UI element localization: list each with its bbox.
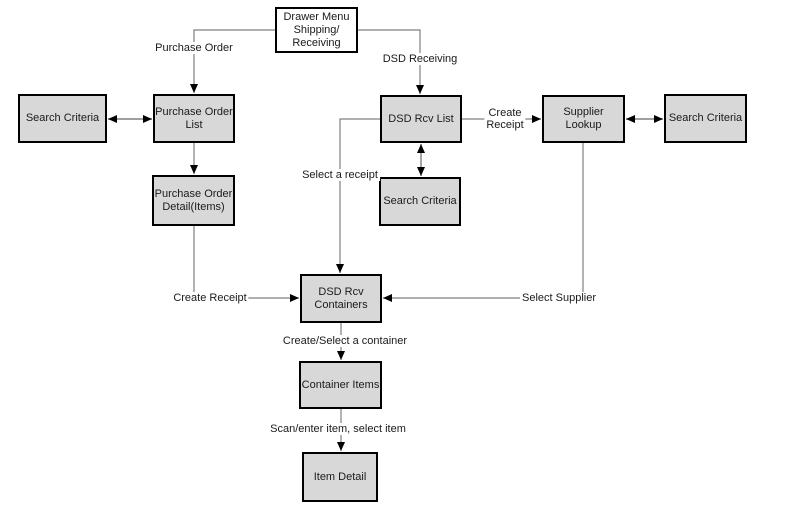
node-search-criteria-mid: Search Criteria [379, 177, 461, 226]
edge-label-scan-enter-item: Scan/enter item, select item [268, 423, 408, 435]
node-label: Drawer Menu Shipping/ Receiving [283, 10, 350, 49]
node-label: DSD Rcv Containers [314, 285, 368, 311]
node-label: Purchase Order Detail(Items) [154, 187, 233, 213]
node-search-criteria-left: Search Criteria [18, 94, 107, 143]
node-drawer-menu: Drawer Menu Shipping/ Receiving [275, 7, 358, 53]
edge-label-purchase-order: Purchase Order [153, 42, 235, 54]
node-label: Container Items [301, 378, 380, 391]
edge-label-create-receipt-right: Create Receipt [484, 107, 526, 131]
node-purchase-order-detail: Purchase Order Detail(Items) [152, 175, 235, 226]
node-label: Supplier Lookup [563, 106, 604, 131]
edge-dsd-rcv-list-to-containers [336, 118, 380, 273]
edge-menu-to-purchase-order-list [190, 29, 275, 93]
edge-po-detail-to-containers [193, 226, 299, 302]
node-label: Search Criteria [383, 195, 457, 207]
node-item-detail: Item Detail [302, 452, 378, 502]
edge-label-select-supplier: Select Supplier [520, 292, 598, 304]
node-label: Search Criteria [668, 112, 743, 124]
edge-label-create-select-container: Create/Select a container [280, 335, 410, 347]
node-purchase-order-list: Purchase Order List [153, 94, 235, 143]
edge-menu-to-dsd-rcv-list [358, 29, 424, 94]
node-label: Purchase Order List [155, 105, 233, 131]
node-dsd-rcv-list: DSD Rcv List [380, 95, 462, 143]
node-label: Item Detail [313, 470, 367, 483]
edge-label-dsd-receiving: DSD Receiving [380, 53, 460, 65]
edge-label-create-receipt-left: Create Receipt [171, 292, 249, 304]
node-supplier-lookup: Supplier Lookup [542, 95, 625, 143]
edge-label-select-a-receipt: Select a receipt [300, 169, 380, 181]
node-dsd-rcv-containers: DSD Rcv Containers [300, 274, 382, 323]
node-container-items: Container Items [299, 361, 382, 409]
node-search-criteria-right: Search Criteria [664, 94, 747, 143]
node-label: Search Criteria [25, 112, 100, 124]
node-label: DSD Rcv List [388, 112, 454, 125]
